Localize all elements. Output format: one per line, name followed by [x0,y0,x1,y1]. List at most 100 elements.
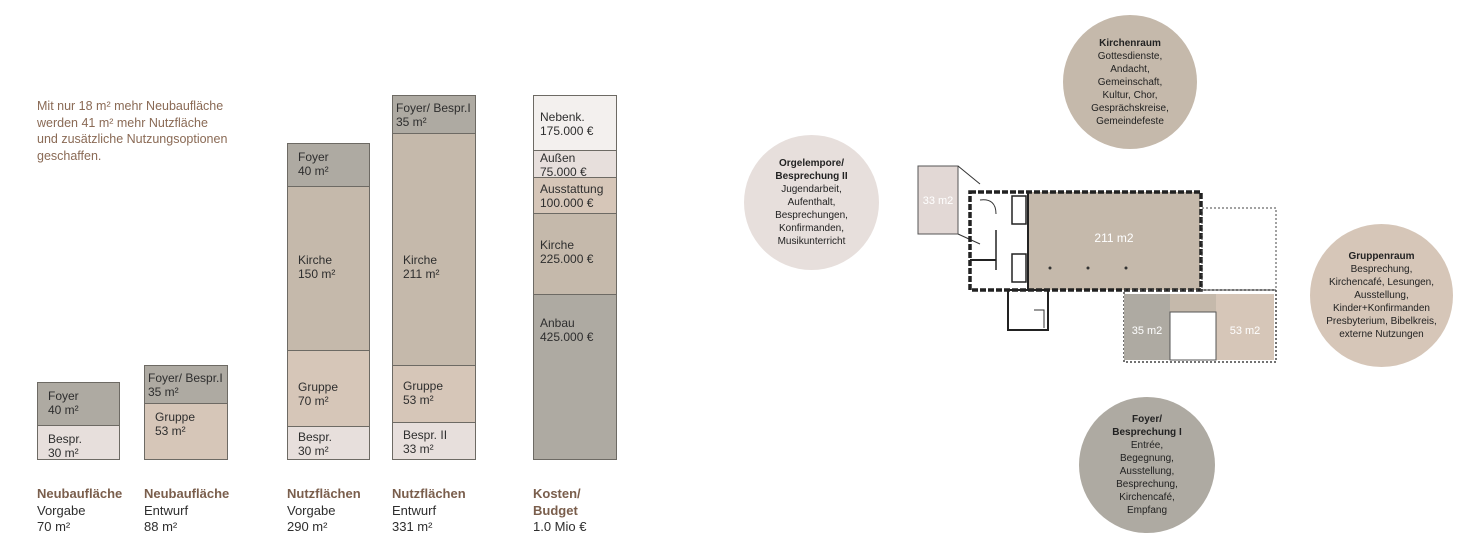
segment-value: 35 m² [148,384,179,399]
segment-value: 53 m² [155,423,186,438]
circle-line: Andacht, [1110,63,1150,75]
circle-line: Jugendarbeit, [781,184,842,195]
circle-line: Aufenthalt, [787,197,836,208]
segment-nebenk: Nebenk.175.000 € [533,95,617,151]
circle-title: Foyer/ [1131,414,1162,425]
stair [979,199,997,215]
segment-value: 53 m² [403,392,434,407]
segment-name: Ausstattung [540,182,604,196]
segment-name: Kirche [298,253,333,267]
segment-name: Gruppe [298,380,339,394]
column-dot [1086,266,1090,270]
segment-value: 35 m² [396,114,427,129]
column-dot [1124,266,1128,270]
column-total: 88 m² [144,519,178,534]
segment-name: Bespr. [48,432,83,446]
segment-value: 100.000 € [540,195,594,210]
circle-title: Orgelempore/ [778,158,845,169]
church-hall [1028,192,1200,290]
circle-line: Gesprächskreise, [1091,102,1169,114]
circle-title-2: Besprechung II [775,171,848,182]
circle-line: Konfirmanden, [778,223,845,234]
circle-foyer: Foyer/ Besprechung I Entrée, Begegnung, … [1079,397,1215,533]
circle-title-2: Besprechung I [1112,427,1182,438]
circle-line: Gemeinschaft, [1097,76,1163,88]
circle-line: Kirchencafé, [1119,492,1175,503]
segment-bespr: Bespr.30 m² [287,426,370,460]
circle-line: Besprechungen, [775,210,848,221]
segment-value: 30 m² [298,443,329,458]
tower-room [1011,195,1027,225]
intro-line: werden 41 m² mehr Nutzfläche [37,115,208,130]
circle-line: Kirchencafé, Lesungen, [1328,277,1435,288]
church-walls [968,190,1203,292]
segment-value: 175.000 € [540,123,594,138]
courtyard [1169,311,1217,361]
segment-name: Außen [540,151,576,165]
circle-line: Kinder+Konfirmanden [1332,303,1430,314]
column-title: Neubaufläche [37,486,123,501]
circle-line: Besprechung, [1350,264,1413,275]
circle-line: Entrée, [1130,440,1164,451]
segment-value: 70 m² [298,393,329,408]
column-title-2: Budget [533,502,578,518]
segment-value: 75.000 € [540,164,587,179]
column-subtitle: Vorgabe [287,502,336,518]
segment-bespr: Bespr.30 m² [37,425,120,460]
segment-value: 425.000 € [540,329,594,344]
column-total: 70 m² [37,519,71,534]
segment-name: Gruppe [155,410,196,424]
column-title: Nutzflächen [392,486,466,501]
gallery-leader [957,165,981,185]
intro-line: Mit nur 18 m² mehr Neubaufläche [37,99,224,113]
segment-name: Kirche [403,253,438,267]
foyer-room [1124,294,1170,360]
column-label: Neubaufläche Entwurf 88 m² [144,486,229,536]
column-total: 1.0 Mio € [533,519,587,534]
column-label: Nutzflächen Vorgabe 290 m² [287,486,361,536]
group-area-label: 53 m2 [1230,325,1261,337]
group-room [1216,294,1274,360]
circle-line: Presbyterium, Bibelkreis, [1326,316,1437,327]
column-label: Nutzflächen Entwurf 331 m² [392,486,466,536]
circle-line: externe Nutzungen [1339,329,1424,340]
segment-value: 225.000 € [540,251,594,266]
intro-text: Mit nur 18 m² mehr Neubaufläche werden 4… [37,98,257,164]
column-label: Neubaufläche Vorgabe 70 m² [37,486,122,536]
segment-value: 33 m² [403,441,434,456]
gallery-area-label: 33 m2 [923,195,954,207]
circle-orgelempore: Orgelempore/ Besprechung II Jugendarbeit… [744,135,879,270]
foyer-area-label: 35 m2 [1132,325,1163,337]
segment-value: 30 m² [48,445,79,460]
segment-name: Anbau [540,316,575,330]
column-dot [1048,266,1052,270]
column-subtitle: Entwurf [144,502,189,518]
circle-line: Gemeindefeste [1096,115,1164,127]
intro-line: geschaffen. [37,148,102,163]
circle-gruppenraum: Gruppenraum Besprechung, Kirchencafé, Le… [1310,224,1453,367]
circle-title: Gruppenraum [1348,251,1415,262]
column-label: Kosten/ Budget 1.0 Mio € [533,486,586,536]
circle-line: Ausstellung, [1119,466,1175,477]
segment-name: Nebenk. [540,110,585,124]
segment-name: Foyer/ Bespr.I [396,101,471,115]
circle-line: Musikunterricht [777,236,846,247]
column-subtitle: Vorgabe [37,502,86,518]
segment-name: Foyer [48,389,79,403]
